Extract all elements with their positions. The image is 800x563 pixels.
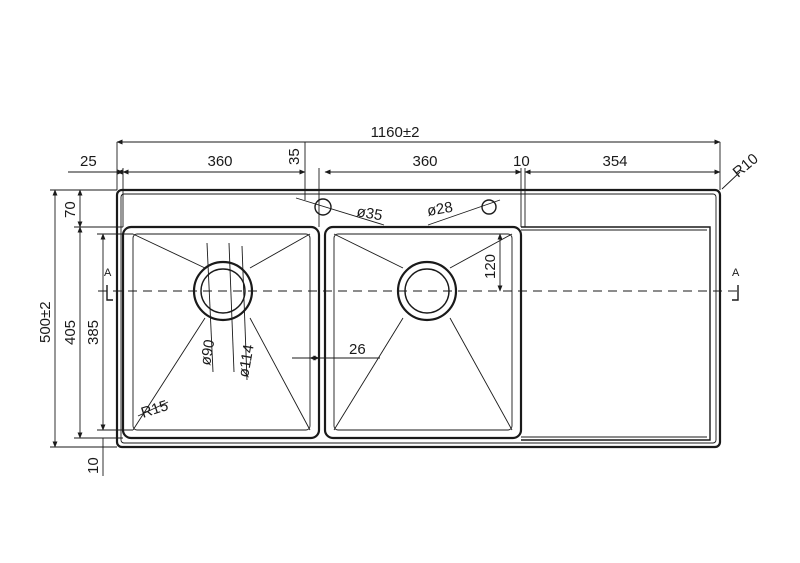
section-mark-left: A	[104, 267, 112, 279]
dim-bottom-margin: 10	[85, 457, 102, 474]
dim-bowl-inner-depth: 385	[85, 320, 102, 345]
dim-bowl-gap-right: 10	[513, 153, 530, 170]
dim-corner-radius: R10	[730, 150, 762, 181]
sink-outline	[115, 188, 722, 449]
dim-bowl-outer-depth: 405	[62, 320, 79, 345]
dim-drain-offset: 120	[482, 254, 499, 279]
dim-divider-offset: 35	[286, 148, 303, 165]
section-mark-right: A	[732, 267, 740, 279]
dim-drainboard-width: 354	[602, 153, 627, 170]
dim-divider-width: 26	[349, 341, 366, 358]
faucet-hole-left	[314, 198, 332, 216]
dim-overall-width: 1160±2	[371, 124, 420, 141]
dim-top-margin: 70	[62, 201, 79, 218]
drainboard	[521, 226, 711, 441]
dim-drain-outer-dia: ø114	[235, 343, 257, 379]
dim-right-bowl-width: 360	[412, 153, 437, 170]
dim-bowl-radius: R15	[139, 397, 170, 422]
right-bowl	[323, 225, 523, 440]
dim-faucet-hole-left: ø35	[355, 203, 383, 224]
dim-left-bowl-width: 360	[207, 153, 232, 170]
faucet-hole-right	[481, 199, 497, 215]
dim-left-margin: 25	[80, 153, 97, 170]
dim-drain-inner-dia: ø90	[197, 338, 218, 366]
dim-overall-depth: 500±2	[37, 301, 54, 343]
dim-faucet-hole-right: ø28	[426, 199, 454, 220]
left-bowl	[121, 225, 321, 440]
